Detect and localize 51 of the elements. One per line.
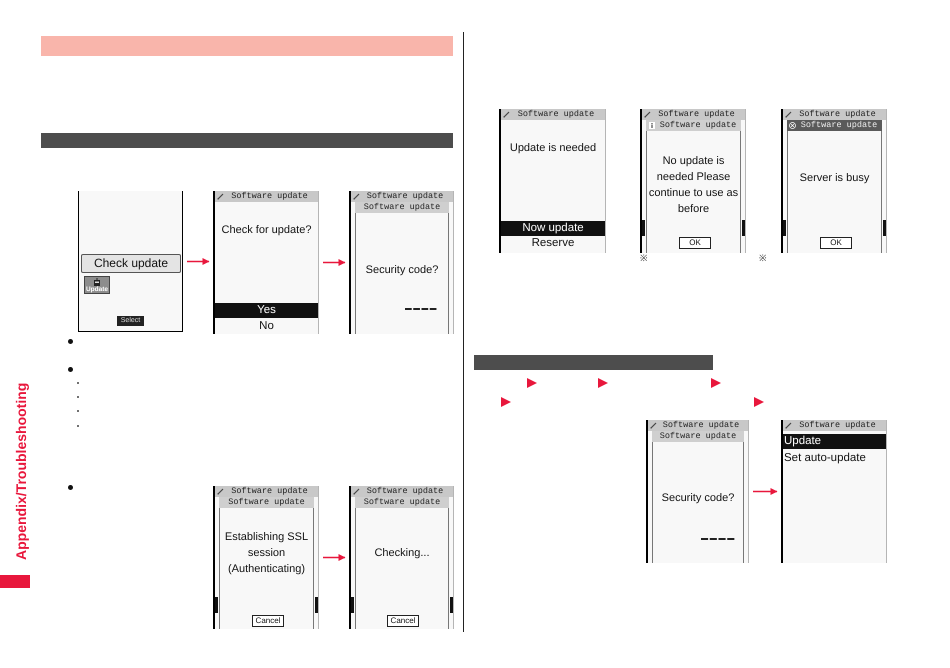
screen-title: Software update <box>662 420 740 431</box>
phone-screen <box>78 191 183 332</box>
dialog-button: Cancel <box>252 615 284 627</box>
dialog-title-bar: Software update <box>355 202 449 213</box>
message-text: Security code? <box>366 263 438 278</box>
dialog-title-bar: Software update <box>652 431 744 442</box>
arrow <box>323 259 346 266</box>
dialog-button: OK <box>679 237 711 249</box>
menu-item: No <box>259 319 274 334</box>
menu-item: Set auto-update <box>784 451 866 466</box>
phone-screen <box>349 191 454 334</box>
selected-menu-item: Update <box>783 434 886 449</box>
screen-title: Software update <box>231 486 308 497</box>
message-text: Security code? <box>662 491 734 506</box>
message-text: No update is needed Please continue to use as before <box>648 154 739 217</box>
phone-screen <box>499 109 606 253</box>
message-text: Establishing SSL session (Authenticating) <box>224 530 310 577</box>
screen-title: Software update <box>799 420 876 431</box>
message-text: Server is busy <box>800 171 870 186</box>
dialog-title: Software update <box>660 120 736 131</box>
highlighted-menu-item: Check update <box>81 254 181 273</box>
menu-item: Reserve <box>532 236 574 251</box>
phone-screen <box>213 486 319 629</box>
dialog-button: Cancel <box>387 615 419 627</box>
note-mark: ※ <box>759 253 767 263</box>
arrow <box>323 554 346 561</box>
arrow <box>187 258 210 265</box>
dialog-button: OK <box>820 237 852 249</box>
screen-title: Software update <box>366 191 444 202</box>
selected-menu-item: Now update <box>501 221 605 236</box>
dialog-title: Software update <box>800 120 878 131</box>
note-mark: ※ <box>640 253 648 263</box>
message-text: Update is needed <box>510 141 596 156</box>
phone-screen <box>646 420 749 563</box>
dialog-title-bar: Software update <box>355 497 449 508</box>
phone-screen <box>640 109 746 253</box>
arrow <box>753 488 778 495</box>
screen-title: Software update <box>366 486 444 497</box>
dialog-title-bar: Software update <box>219 497 314 508</box>
message-text: Checking... <box>374 546 430 561</box>
screen-title: Software update <box>518 109 594 120</box>
phone-screen <box>213 191 319 334</box>
screen-title: Software update <box>658 109 735 120</box>
screen-title: Software update <box>799 109 876 120</box>
phone-screen <box>781 420 887 563</box>
phone-screen <box>781 109 887 253</box>
message-text: Check for update? <box>222 223 312 238</box>
section-tab-label: Appendix/Troubleshooting <box>12 381 30 562</box>
screen-title: Software update <box>231 191 308 202</box>
phone-screen <box>349 486 454 629</box>
selected-menu-item: Yes <box>215 303 318 318</box>
